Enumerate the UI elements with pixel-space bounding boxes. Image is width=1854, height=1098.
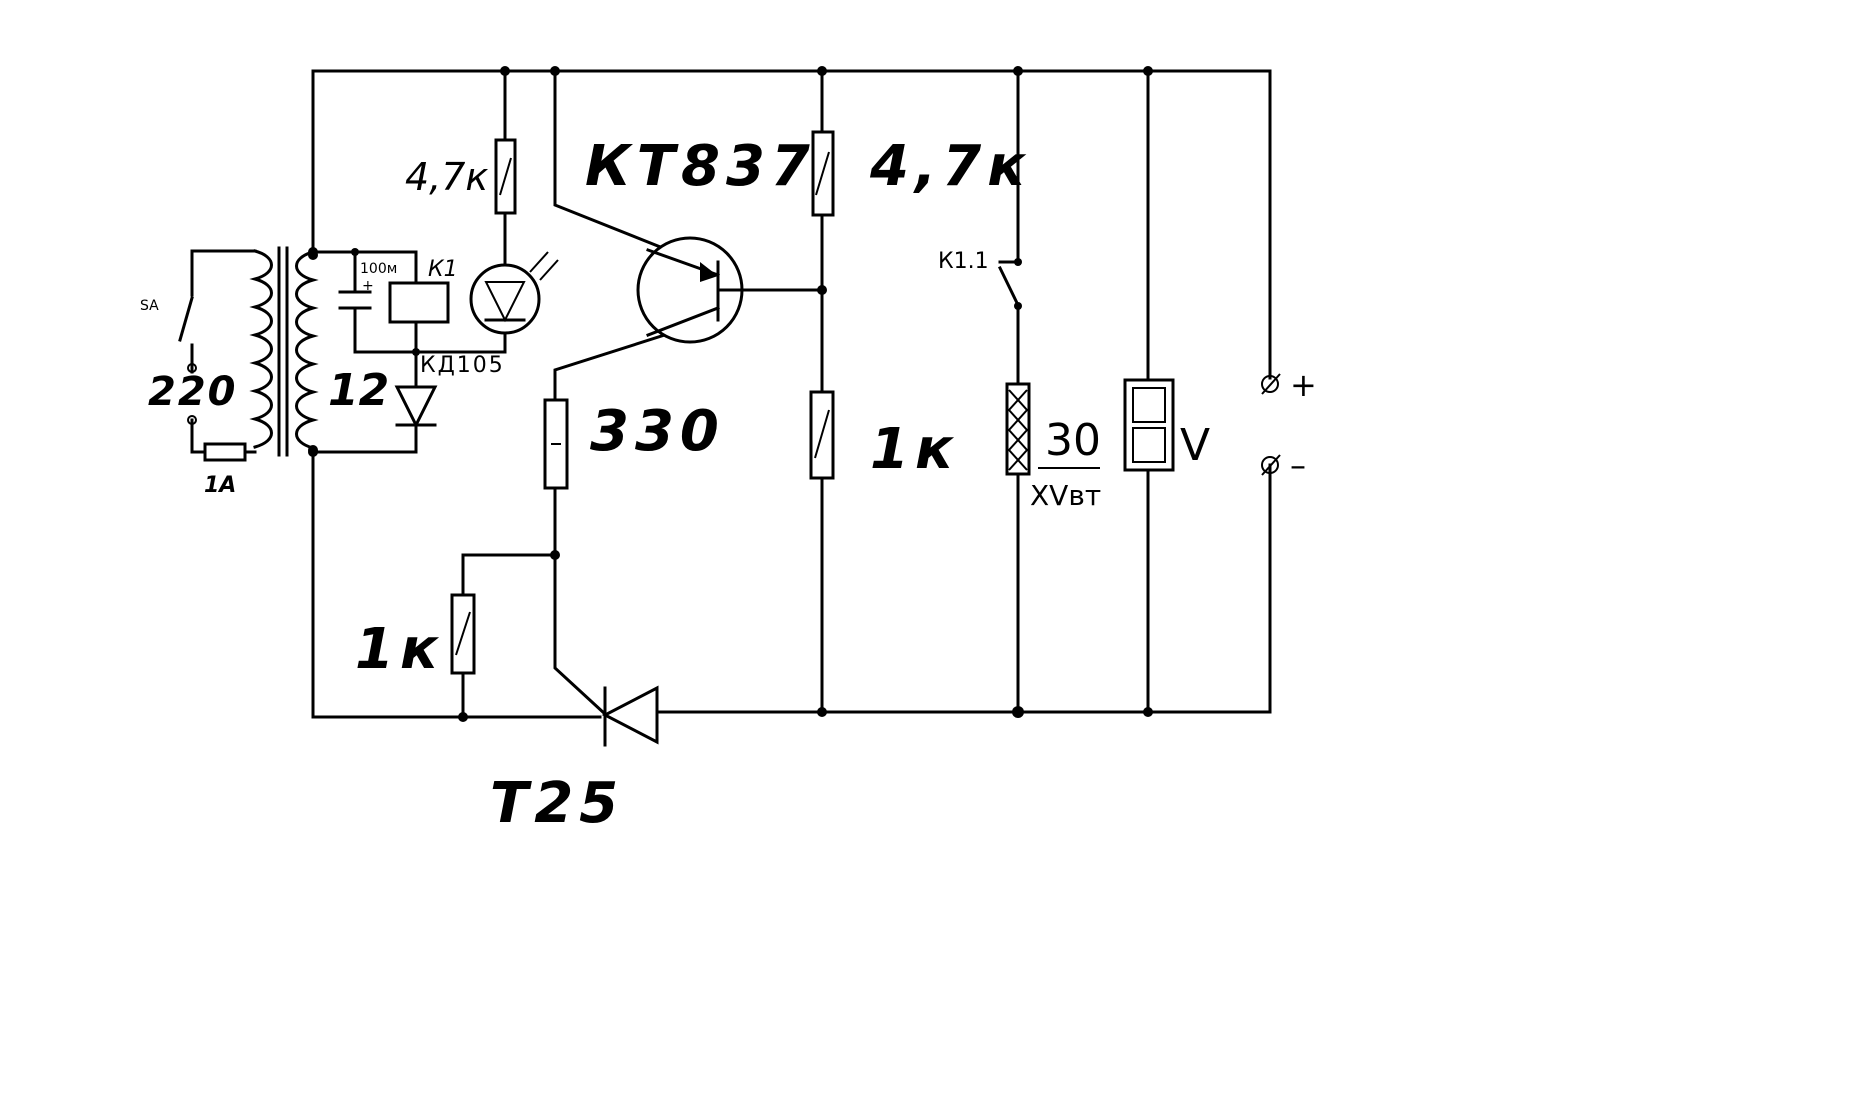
resistor-330-label: 330 [590, 399, 725, 464]
mains-switch [178, 296, 197, 373]
heater-unit-label: XVвт [1030, 479, 1101, 512]
transistor-label: КТ837 [585, 134, 816, 199]
fuse-label: 1A [204, 473, 236, 498]
relay-label: К1 [428, 257, 458, 282]
resistor-divider-top [811, 130, 835, 217]
wires [190, 69, 1272, 719]
thyristor [601, 685, 659, 747]
thyristor-label: Т25 [490, 771, 624, 836]
resistor-330 [543, 398, 569, 490]
resistor-divider-top-label: 4,7к [869, 134, 1031, 199]
fuse [203, 442, 247, 462]
resistor-divider-bottom-label: 1к [870, 417, 959, 482]
resistor-led-label: 4,7к [405, 155, 488, 199]
resistor-gate [450, 593, 476, 675]
output-plus-label: + [1290, 366, 1317, 404]
transformer [249, 246, 319, 457]
relay-coil [388, 281, 450, 324]
capacitor-label: 100м [360, 261, 397, 277]
capacitor [338, 290, 372, 310]
output-terminal-plus [1261, 373, 1281, 395]
secondary-voltage-label: 12 [328, 365, 389, 416]
capacitor-plus-label: + [362, 278, 374, 294]
voltmeter-label: V [1180, 420, 1210, 471]
switch-label: SA [140, 298, 159, 314]
heater-value-label: 30 [1045, 415, 1101, 466]
diode-label: КД105 [420, 353, 505, 378]
output-minus-label: – [1290, 446, 1306, 484]
resistor-gate-label: 1к [355, 617, 444, 682]
rectifier-diode [394, 385, 438, 429]
heater-element [1005, 382, 1031, 476]
contact-label: К1.1 [938, 249, 989, 274]
mains-voltage-label: 220 [148, 369, 238, 415]
transistor [636, 236, 745, 344]
junction-dots [308, 66, 1153, 722]
voltmeter [1123, 378, 1175, 472]
output-terminal-minus [1261, 454, 1281, 476]
relay-contact [997, 258, 1022, 310]
resistor-divider-bottom [809, 390, 835, 480]
resistor-led [494, 138, 517, 215]
led-indicator [469, 251, 559, 335]
